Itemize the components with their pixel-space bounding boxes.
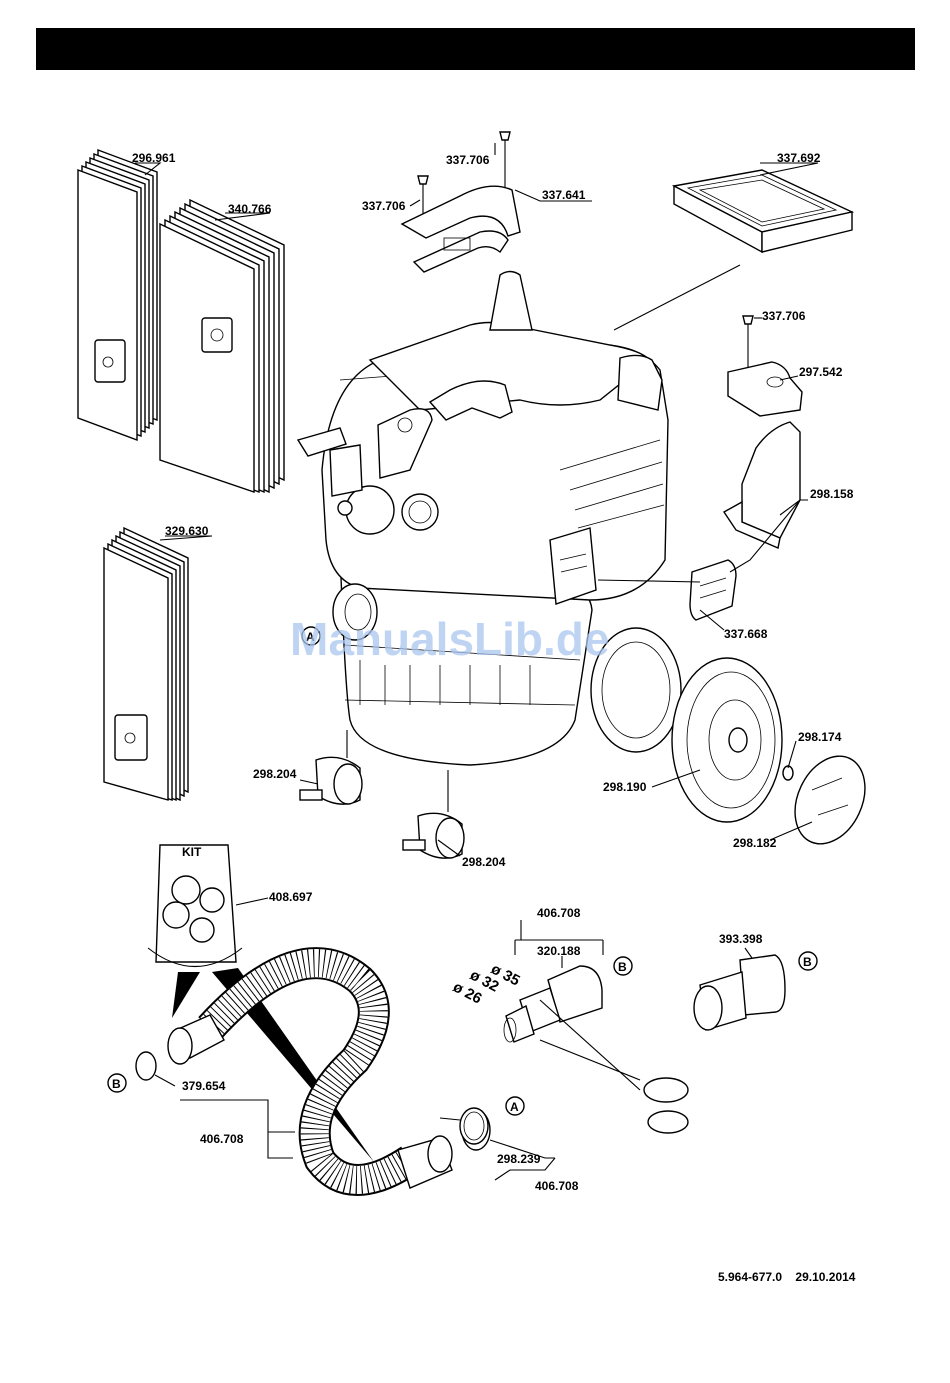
label-298190: 298.190: [603, 780, 647, 794]
label-340766: 340.766: [228, 202, 272, 216]
dust-bag-296961: [78, 150, 157, 440]
filter-bag-340766: [160, 200, 284, 492]
dust-bag-329630: [104, 528, 188, 800]
kit-bag-408697: [148, 845, 242, 967]
label-297542: 297.542: [799, 365, 843, 379]
holder-297542: [728, 316, 802, 416]
cover-337668: [690, 560, 736, 620]
mark-b-adapter-393398: B: [799, 952, 817, 970]
label-320188: 320.188: [537, 944, 581, 958]
label-408697: 408.697: [269, 890, 313, 904]
mark-a-hose: A: [506, 1097, 524, 1115]
label-298158: 298.158: [810, 487, 854, 501]
svg-text:B: B: [112, 1077, 121, 1091]
mark-b-adapter: B: [614, 957, 632, 975]
washer-298174: [783, 766, 793, 780]
label-298174: 298.174: [798, 730, 842, 744]
castor-298204-right: [403, 770, 464, 858]
label-337706-left: 337.706: [362, 199, 406, 213]
label-406708-adapter: 406.708: [537, 906, 581, 920]
label-298182: 298.182: [733, 836, 777, 850]
label-337706-holder: 337.706: [762, 309, 806, 323]
label-379654: 379.654: [182, 1079, 226, 1093]
document-code: 5.964-677.0: [718, 1270, 782, 1284]
svg-text:B: B: [618, 960, 627, 974]
adapter-393398: [694, 955, 785, 1030]
scissors: [540, 1000, 688, 1133]
document-date: 29.10.2014: [795, 1270, 855, 1284]
footer: 5.964-677.0 29.10.2014: [718, 1270, 865, 1284]
label-298204-left: 298.204: [253, 767, 297, 781]
label-329630: 329.630: [165, 524, 209, 538]
label-406708-seal: 406.708: [535, 1179, 579, 1193]
label-296961: 296.961: [132, 151, 176, 165]
label-298239: 298.239: [497, 1152, 541, 1166]
hub-cap-298182: [782, 745, 879, 855]
label-337641: 337.641: [542, 188, 586, 202]
label-298204-right: 298.204: [462, 855, 506, 869]
label-337706-top: 337.706: [446, 153, 490, 167]
holder-298158: [724, 422, 800, 548]
mark-b-hose: B: [108, 1074, 126, 1092]
label-406708-hose: 406.708: [200, 1132, 244, 1146]
watermark: ManualsLib.de: [290, 613, 609, 665]
label-393398: 393.398: [719, 932, 763, 946]
seal-298239: [460, 1108, 488, 1144]
filter-337692: [674, 170, 852, 252]
castor-298204-left: [300, 730, 362, 804]
label-kit: KIT: [182, 845, 202, 859]
svg-text:B: B: [803, 955, 812, 969]
label-337668: 337.668: [724, 627, 768, 641]
svg-text:A: A: [510, 1100, 519, 1114]
label-337692: 337.692: [777, 151, 821, 165]
